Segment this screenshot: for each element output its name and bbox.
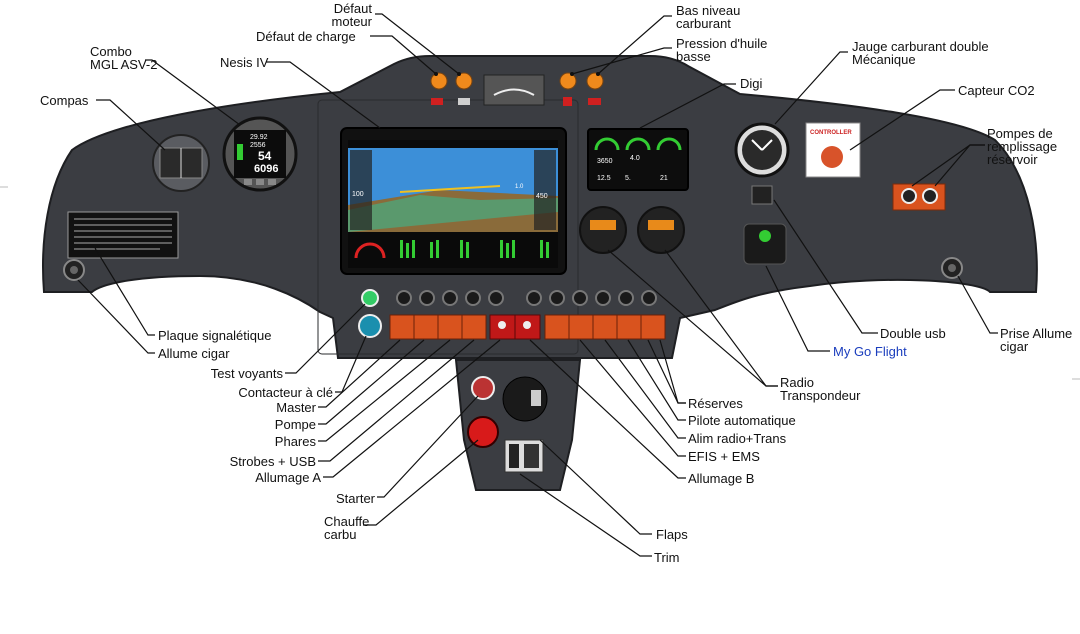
label-plaque: Plaque signalétique (158, 328, 272, 343)
rocker-switches-right (544, 314, 666, 340)
asv2-line1: 29.92 (250, 134, 268, 141)
asv2-alt: 6096 (254, 163, 278, 175)
label-combo: Combo MGL ASV-2 (90, 44, 158, 72)
label-trim: Trim (654, 550, 680, 565)
rocker-switches-left (389, 314, 487, 340)
data-plate (67, 211, 179, 259)
label-pression-huile: Pression d'huile basse (676, 36, 768, 64)
flaps-switch (502, 376, 548, 422)
label-my-go-flight: My Go Flight (833, 344, 907, 359)
label-phares: Phares (274, 434, 316, 449)
label-double-usb: Double usb (880, 326, 946, 341)
label-pilote: Pilote automatique (688, 413, 796, 428)
test-voyants-button (361, 289, 379, 307)
label-contacteur: Contacteur à clé (238, 385, 333, 400)
digi-val3: 12.5 (597, 175, 611, 182)
efis-left-tape: 100 (352, 191, 364, 198)
label-defaut-charge: Défaut de charge (256, 29, 356, 44)
label-alim-radio: Alim radio+Trans (688, 431, 787, 446)
label-digi: Digi (740, 76, 763, 91)
label-strobes: Strobes + USB (229, 454, 316, 469)
label-test-voyants: Test voyants (210, 366, 283, 381)
label-allumage-a: Allumage A (255, 470, 321, 485)
my-go-flight-module (743, 223, 787, 265)
label-capteur: Capteur CO2 (958, 83, 1035, 98)
label-allume-cigar: Allume cigar (158, 346, 230, 361)
double-usb (751, 185, 773, 205)
label-allumage-b: Allumage B (688, 471, 755, 486)
digi-val1: 3650 (597, 158, 613, 165)
efis-center: 1.0 (515, 184, 524, 190)
key-switch (358, 314, 382, 338)
warning-light-carburant (559, 72, 577, 90)
label-compas: Compas (40, 93, 89, 108)
label-bas-niveau: Bas niveau carburant (676, 3, 741, 31)
warning-light-moteur (455, 72, 473, 90)
label-reserves: Réserves (688, 396, 743, 411)
label-defaut-moteur: Défaut moteur (331, 1, 372, 29)
label-efis-ems: EFIS + EMS (688, 449, 760, 464)
asv2-line2: 2556 (250, 142, 266, 149)
label-nesis: Nesis IV (220, 55, 269, 70)
label-starter: Starter (335, 491, 375, 506)
carb-heat-knob (471, 376, 495, 400)
label-master: Master (276, 400, 316, 415)
label-prise-allume: Prise Allume cigar (1000, 326, 1073, 354)
digi-ems (587, 128, 689, 191)
asv2-speed: 54 (258, 149, 272, 163)
efis-right-tape: 450 (536, 193, 548, 200)
label-pompes: Pompes de remplissage réservoir (987, 126, 1058, 167)
warning-light-huile (586, 72, 604, 90)
digi-val2: 4.0 (630, 155, 640, 162)
starter-button (467, 416, 499, 448)
rocker-switches-ignition (489, 314, 541, 340)
digi-val5: 21 (660, 175, 668, 182)
controller-title: CONTROLLER (810, 130, 852, 136)
label-pompe: Pompe (274, 417, 316, 432)
digi-val4: 5. (625, 175, 631, 182)
label-flaps: Flaps (656, 527, 688, 542)
label-jauge: Jauge carburant double Mécanique (852, 39, 989, 67)
label-chauffe: Chauffe carbu (324, 514, 370, 542)
label-radio: Radio Transpondeur (780, 375, 861, 403)
warning-light-charge (430, 72, 448, 90)
